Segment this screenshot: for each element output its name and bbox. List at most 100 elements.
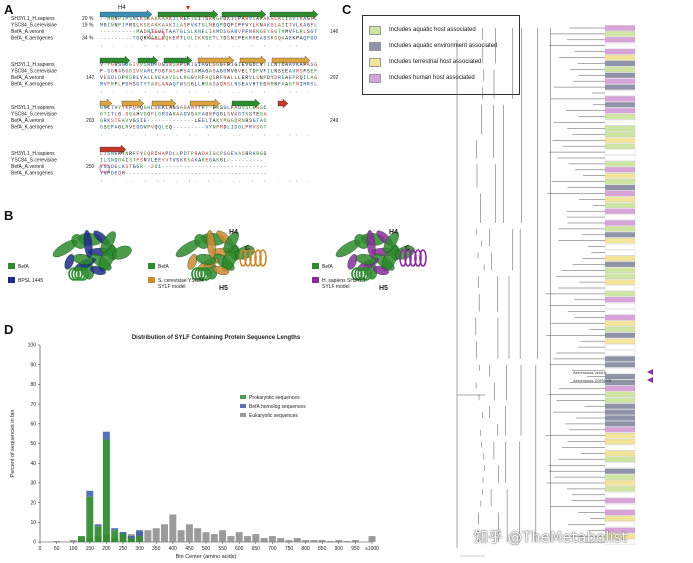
y-tick-label: 80 — [30, 382, 36, 388]
bar-eukaryotic — [144, 530, 152, 542]
tree-leaf — [604, 143, 636, 149]
legend-label: Includes terrestrial host associated — [389, 59, 482, 65]
bar-eukaryotic — [152, 528, 160, 542]
x-tick-label: 350 — [152, 546, 161, 552]
secondary-structure-arrow — [221, 9, 267, 20]
tree-highlight-label: Aeromonas veronii — [573, 370, 606, 375]
tree-leaf — [604, 527, 636, 533]
legend-label: Prokaryotic sequences — [249, 395, 300, 401]
tree-leaf — [604, 291, 636, 297]
bar-eukaryotic — [210, 534, 218, 542]
tree-leaf — [604, 66, 636, 73]
secondary-structure-arrow — [163, 55, 193, 66]
panel-d-label: D — [4, 322, 14, 337]
ribbon-segment — [347, 254, 358, 270]
x-tick-label: 950 — [351, 546, 360, 552]
helix-coil — [191, 267, 203, 281]
residue-end: 202 — [330, 75, 339, 81]
x-tick-label: 700 — [268, 546, 277, 552]
x-tick-label: 100 — [69, 546, 78, 552]
sequence-name: BefA_A.veronii — [11, 29, 44, 35]
tree-leaf — [604, 43, 636, 49]
y-tick-label: 0 — [33, 540, 36, 546]
tree-leaf — [604, 25, 636, 31]
tree-leaf — [604, 486, 636, 492]
helix-coil — [360, 267, 372, 281]
tree-leaf — [604, 113, 636, 120]
helix-coil — [239, 249, 247, 267]
tree-leaf — [604, 249, 636, 256]
tree-leaf — [604, 90, 636, 96]
sequence-name: BefA_K.aerogenes — [11, 36, 53, 42]
tree-leaf — [604, 54, 636, 61]
legend-swatch — [369, 73, 381, 83]
bar-befa-homolog — [94, 524, 102, 527]
x-tick-label: 200 — [102, 546, 111, 552]
highlight-marker — [186, 6, 190, 10]
tree-leaf — [604, 297, 636, 303]
legend-label: Includes human host associated — [389, 75, 475, 81]
tree-leaf — [604, 415, 636, 421]
helix-coil — [71, 267, 83, 281]
legend-swatch — [148, 263, 155, 269]
tree-leaf — [604, 238, 636, 244]
legend-swatch — [148, 277, 155, 283]
x-tick-label: 0 — [39, 546, 42, 552]
structure-label: H4 — [389, 229, 398, 236]
bar-eukaryotic — [53, 541, 61, 542]
bar-eukaryotic — [277, 538, 285, 542]
tree-leaf — [604, 421, 636, 427]
tree-leaf — [604, 480, 636, 486]
bar-prokaryotic — [94, 526, 102, 542]
sequence-name: BefA_K.aerogenes — [11, 82, 53, 88]
x-tick-label: 300 — [135, 546, 144, 552]
bar-eukaryotic — [202, 532, 210, 542]
tree-leaf — [604, 379, 636, 386]
bar-eukaryotic — [169, 514, 177, 542]
sequence-name: YSC84_S.cerevisiae — [11, 158, 57, 164]
tree-leaf — [604, 515, 636, 522]
bar-befa-homolog — [111, 528, 119, 531]
bar-eukaryotic — [69, 540, 77, 542]
tree-leaf — [604, 267, 636, 273]
tree-leaf — [604, 344, 636, 350]
tree-leaf — [604, 102, 636, 108]
tree-leaf — [604, 444, 636, 451]
sequence-name: BefA_A.veronii — [11, 118, 44, 124]
sequence-name: SH3YL1_H.sapiens — [11, 62, 55, 68]
bar-prokaryotic — [127, 538, 135, 542]
legend-swatch — [8, 263, 15, 269]
ribbon-segment — [100, 231, 116, 253]
tree-leaf — [604, 385, 636, 392]
legend-swatch — [312, 263, 319, 269]
sequence-row: GTITLG-GGAHVGGFLGRSAKAADVSAFAGNPQGLSVAGT… — [100, 112, 267, 118]
tree-leaf — [604, 273, 636, 279]
legend-label: BefA — [322, 264, 334, 270]
sequence-name: BefA_K.aerogenes — [11, 125, 53, 131]
x-tick-label: 550 — [218, 546, 227, 552]
ribbon-segment — [83, 230, 93, 259]
tree-leaf — [604, 492, 636, 498]
tree-leaf — [604, 48, 636, 55]
helix-coil — [419, 249, 427, 267]
tree-leaf — [604, 285, 636, 291]
bar-eukaryotic — [335, 540, 343, 542]
secondary-structure-arrow — [239, 55, 267, 66]
tree-leaf — [604, 503, 636, 510]
bar-eukaryotic — [327, 541, 334, 542]
tree-leaf — [604, 433, 636, 439]
secondary-structure-arrow — [269, 9, 319, 20]
bar-eukaryotic — [235, 532, 243, 542]
bar-eukaryotic — [177, 530, 185, 542]
bar-eukaryotic — [293, 538, 301, 542]
sequence-name: YSC84_S.cerevisiae — [11, 112, 57, 118]
bar-eukaryotic — [310, 540, 318, 542]
sequence-name: YSC84_S.cerevisiae — [11, 69, 57, 75]
legend-swatch — [369, 57, 381, 67]
secondary-structure-arrow — [157, 9, 219, 20]
bar-befa-homolog — [86, 490, 94, 497]
